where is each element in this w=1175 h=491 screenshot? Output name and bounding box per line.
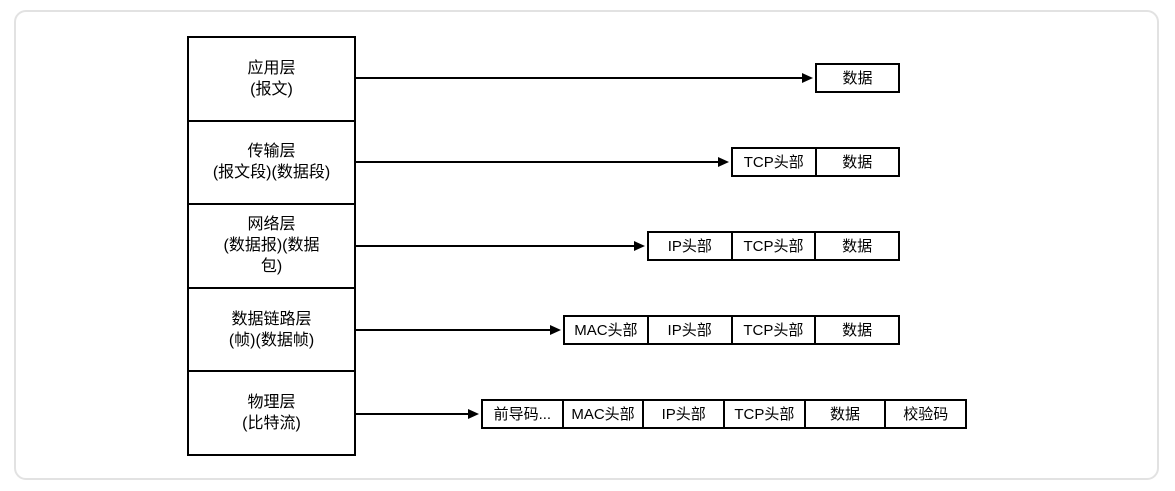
layer-label-line: 传输层: [247, 143, 296, 161]
packet-cell: MAC头部: [561, 401, 643, 427]
arrow-head-icon: [550, 325, 561, 335]
layer-label-line: 网络层: [247, 216, 296, 234]
packet-cell: 数据: [803, 401, 885, 427]
packet-cell: TCP头部: [743, 153, 804, 171]
packet-cell: 数据: [814, 233, 898, 259]
packet-box-transport: TCP头部数据: [731, 147, 900, 177]
layer-label-line: 包): [260, 258, 283, 276]
packet-box-network: IP头部 TCP头部数据: [647, 231, 900, 261]
arrow-head-icon: [468, 409, 479, 419]
layer-stack: 应用层 (报文) 传输层 (报文段)(数据段) 网络层 (数据报)(数据包) 数据链路层 (帧…: [187, 36, 356, 456]
packet-cell: 数据: [814, 317, 898, 343]
layer-label-line: 数据链路层: [231, 310, 312, 328]
layer-box-transport: 传输层 (报文段)(数据段): [189, 122, 354, 206]
layer-label-line: 应用层: [247, 59, 296, 77]
packet-cell: 校验码: [884, 401, 965, 427]
packet-cell: IP头部: [646, 317, 731, 343]
arrow-line: [356, 161, 721, 163]
layer-box-datalink: 数据链路层 (帧)(数据帧): [189, 289, 354, 373]
layer-label-line: (比特流): [242, 415, 301, 433]
arrow-line: [356, 413, 471, 415]
layer-label-line: (数据报)(数据: [223, 237, 320, 255]
packet-cell: IP头部: [642, 401, 723, 427]
layer-label-line: 物理层: [247, 394, 296, 412]
packet-cell: TCP头部: [730, 233, 815, 259]
layer-label-line: (帧)(数据帧): [228, 331, 315, 349]
layer-box-application: 应用层 (报文): [189, 38, 354, 122]
layer-label-line: (报文段)(数据段): [212, 164, 331, 182]
arrow-line: [356, 329, 553, 331]
arrow-head-icon: [634, 241, 645, 251]
layer-box-network: 网络层 (数据报)(数据包): [189, 205, 354, 289]
packet-cell: TCP头部: [730, 317, 815, 343]
packet-cell: 数据: [814, 149, 899, 175]
packet-cell: MAC头部: [574, 321, 638, 339]
packet-cell: 前导码...: [493, 405, 552, 423]
arrow-line: [356, 77, 805, 79]
layer-box-physical: 物理层 (比特流): [189, 372, 354, 454]
arrow-head-icon: [802, 73, 813, 83]
packet-cell: TCP头部: [723, 401, 804, 427]
packet-box-application: 数据: [815, 63, 900, 93]
packet-cell: IP头部: [667, 237, 712, 255]
packet-cell: 数据: [842, 69, 873, 87]
layer-label-line: (报文): [250, 80, 293, 98]
arrow-line: [356, 245, 637, 247]
arrow-head-icon: [718, 157, 729, 167]
